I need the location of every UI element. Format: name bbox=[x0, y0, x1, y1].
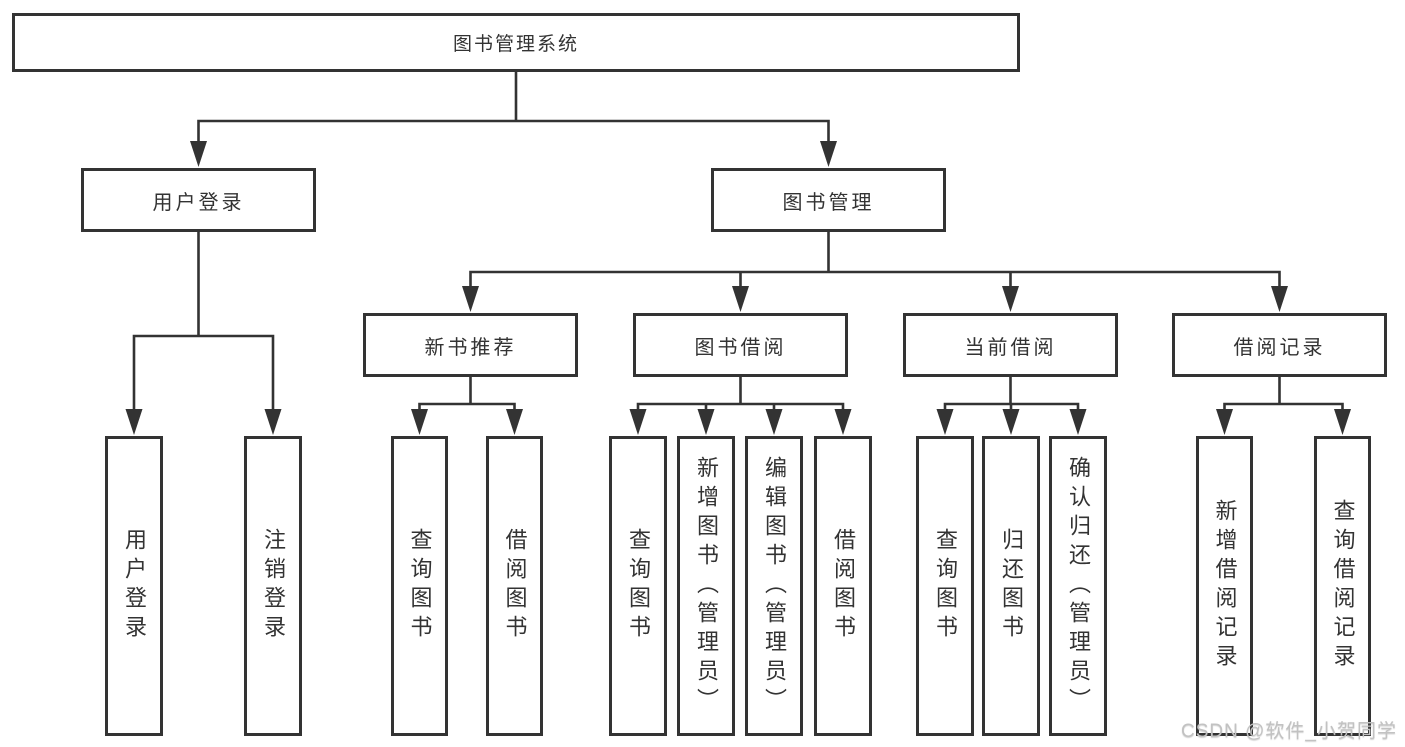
arrowhead-icon bbox=[765, 409, 783, 435]
node-book-management-label: 图书管理 bbox=[782, 191, 875, 214]
leaf-add-borrow-record-label: 新增借阅记录 bbox=[1212, 499, 1238, 673]
arrowhead-icon bbox=[190, 141, 207, 167]
arrowhead-icon bbox=[1216, 409, 1233, 435]
leaf-return-books-label: 归还图书 bbox=[999, 528, 1024, 644]
arrowhead-icon bbox=[732, 286, 749, 312]
leaf-confirm-return-admin-label: 确认归还（管理员） bbox=[1066, 455, 1091, 717]
leaf-edit-books-admin-label: 编辑图书（管理员） bbox=[762, 455, 787, 717]
leaf-user-login: 用户登录 bbox=[105, 436, 163, 736]
arrowhead-icon bbox=[936, 409, 954, 435]
leaf-query-borrow-record-label: 查询借阅记录 bbox=[1330, 499, 1356, 673]
leaf-query-books-recommend-label: 查询图书 bbox=[407, 528, 433, 644]
leaf-query-books-recommend: 查询图书 bbox=[391, 436, 448, 736]
arrowhead-icon bbox=[697, 409, 715, 435]
leaf-logout-label: 注销登录 bbox=[261, 528, 286, 644]
arrowhead-icon bbox=[125, 409, 143, 435]
leaf-add-books-admin-label: 新增图书（管理员） bbox=[694, 455, 719, 717]
arrowhead-icon bbox=[1069, 409, 1087, 435]
node-system: 图书管理系统 bbox=[12, 13, 1020, 72]
arrowhead-icon bbox=[820, 141, 837, 167]
arrowhead-icon bbox=[629, 409, 647, 435]
leaf-borrow-books-recommend-label: 借阅图书 bbox=[502, 528, 528, 644]
leaf-edit-books-admin: 编辑图书（管理员） bbox=[745, 436, 803, 736]
arrowhead-icon bbox=[1334, 409, 1351, 435]
arrowhead-icon bbox=[411, 409, 428, 435]
node-new-book-recommend: 新书推荐 bbox=[363, 313, 578, 377]
leaf-query-books-current: 查询图书 bbox=[916, 436, 974, 736]
leaf-query-books-current-label: 查询图书 bbox=[933, 528, 958, 644]
arrowhead-icon bbox=[834, 409, 852, 435]
leaf-add-books-admin: 新增图书（管理员） bbox=[677, 436, 735, 736]
leaf-confirm-return-admin: 确认归还（管理员） bbox=[1049, 436, 1107, 736]
node-book-borrow-label: 图书借阅 bbox=[694, 336, 787, 359]
arrowhead-icon bbox=[462, 286, 479, 312]
node-new-book-recommend-label: 新书推荐 bbox=[424, 336, 517, 359]
node-borrow-records: 借阅记录 bbox=[1172, 313, 1387, 377]
node-book-management: 图书管理 bbox=[711, 168, 946, 232]
leaf-user-login-label: 用户登录 bbox=[122, 528, 147, 644]
leaf-borrow-books: 借阅图书 bbox=[814, 436, 872, 736]
node-book-borrow: 图书借阅 bbox=[633, 313, 848, 377]
leaf-return-books: 归还图书 bbox=[982, 436, 1040, 736]
leaf-query-books-borrow: 查询图书 bbox=[609, 436, 667, 736]
leaf-add-borrow-record: 新增借阅记录 bbox=[1196, 436, 1253, 736]
node-system-label: 图书管理系统 bbox=[452, 34, 579, 55]
leaf-query-books-borrow-label: 查询图书 bbox=[626, 528, 651, 644]
node-current-borrow-label: 当前借阅 bbox=[964, 336, 1057, 359]
leaf-logout: 注销登录 bbox=[244, 436, 302, 736]
node-current-borrow: 当前借阅 bbox=[903, 313, 1118, 377]
leaf-borrow-books-recommend: 借阅图书 bbox=[486, 436, 543, 736]
leaf-query-borrow-record: 查询借阅记录 bbox=[1314, 436, 1371, 736]
arrowhead-icon bbox=[1002, 409, 1020, 435]
node-user-login-label: 用户登录 bbox=[152, 191, 245, 214]
node-borrow-records-label: 借阅记录 bbox=[1233, 336, 1326, 359]
arrowhead-icon bbox=[264, 409, 282, 435]
arrowhead-icon bbox=[1002, 286, 1019, 312]
arrowhead-icon bbox=[1271, 286, 1288, 312]
csdn-watermark: CSDN @软件_小贺同学 bbox=[1181, 721, 1397, 742]
arrowhead-icon bbox=[506, 409, 523, 435]
node-user-login: 用户登录 bbox=[81, 168, 316, 232]
leaf-borrow-books-label: 借阅图书 bbox=[831, 528, 856, 644]
